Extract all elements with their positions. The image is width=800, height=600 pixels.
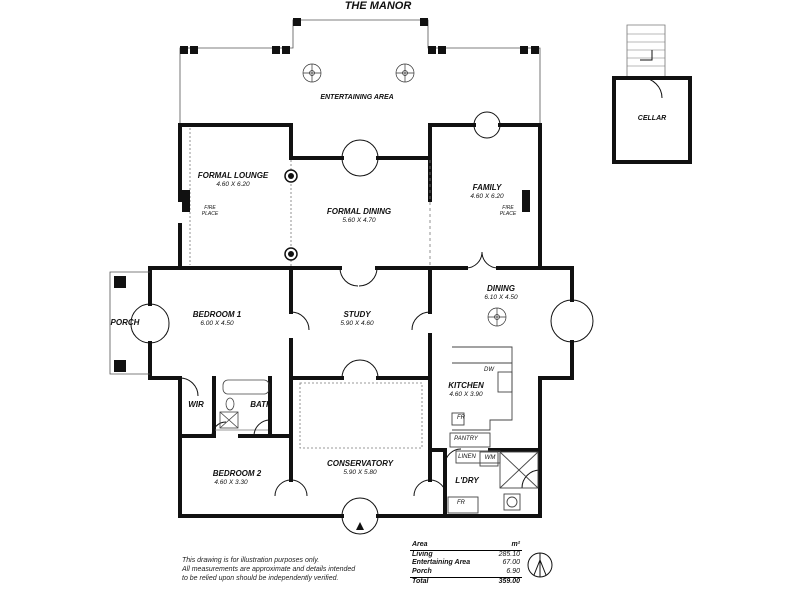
dishwasher-label: DW — [484, 367, 494, 373]
disclaimer-line: All measurements are approximate and det… — [182, 566, 356, 573]
room-name-bedroom1: BEDROOM 1 — [192, 310, 242, 319]
room-name-formal-lounge: FORMAL LOUNGE — [197, 171, 269, 180]
room-name-porch: PORCH — [110, 318, 140, 327]
area-row-name: Porch — [412, 567, 432, 575]
area-row-value: 285.10 — [498, 550, 520, 558]
room-name-entertaining: ENTERTAINING AREA — [320, 94, 394, 101]
room-name-bath: BATH — [250, 400, 272, 409]
door-swings — [130, 111, 594, 535]
area-table-row: Entertaining Area 67.00 — [410, 559, 522, 568]
room-dim-kitchen: 4.60 X 3.90 — [449, 391, 483, 398]
bathroom-fixtures — [219, 379, 270, 429]
washing-machine-label: WM — [484, 455, 496, 461]
storage-outlines — [447, 432, 539, 514]
area-table-row: Porch 6.90 — [410, 568, 522, 577]
columns — [284, 169, 298, 261]
room-dim-formal-lounge: 4.60 X 6.20 — [216, 181, 250, 188]
fireplace-icon — [182, 190, 530, 212]
room-name-pantry: PANTRY — [454, 436, 478, 442]
area-row-name: Entertaining Area — [412, 559, 471, 566]
room-name-conservatory: CONSERVATORY — [326, 459, 394, 468]
disclaimer: This drawing is for illustration purpose… — [182, 556, 355, 583]
area-total-label: Total — [412, 578, 429, 585]
fireplace-label-line1-family: FIRE — [502, 205, 514, 211]
kitchen-bench — [451, 346, 513, 431]
room-dim-family: 4.60 X 6.20 — [470, 193, 504, 200]
area-header-unit: m² — [511, 541, 520, 548]
entertaining-posts — [180, 18, 539, 54]
entry-marker-icon — [356, 522, 364, 530]
porch-outline — [109, 271, 150, 375]
area-table-total: Total 359.00 — [410, 577, 522, 587]
room-name-wir: WIR — [188, 400, 204, 409]
room-dim-bedroom1: 6.00 X 4.50 — [200, 320, 234, 327]
entertaining-area-outline — [179, 19, 541, 125]
disclaimer-line: This drawing is for illustration purpose… — [182, 557, 320, 564]
room-name-cellar: CELLAR — [637, 115, 667, 122]
disclaimer-line: to be relied upon should be independentl… — [182, 575, 339, 582]
room-dim-formal-dining: 5.60 X 4.70 — [342, 217, 376, 224]
area-table-row: Living 285.10 — [410, 551, 522, 560]
ceiling-fan-icon — [302, 63, 507, 327]
area-table: Area m² Living 285.10 Entertaining Area … — [410, 541, 522, 587]
fridge-label: FR — [457, 415, 465, 421]
fireplace-label-line2-family: PLACE — [499, 211, 517, 217]
room-dim-study: 5.90 X 4.60 — [340, 320, 374, 327]
room-name-linen: LINEN — [458, 454, 476, 460]
cellar — [612, 24, 692, 164]
page-title: THE MANOR — [344, 0, 412, 12]
room-dim-conservatory: 5.90 X 5.80 — [343, 469, 377, 476]
walls — [148, 123, 574, 518]
fireplace-label-line2: PLACE — [201, 211, 219, 217]
room-name-study: STUDY — [343, 310, 371, 319]
area-header-label: Area — [412, 541, 428, 548]
room-name-family: FAMILY — [472, 183, 502, 192]
laundry-fridge-label: FR — [457, 500, 465, 506]
area-row-value: 6.90 — [506, 567, 520, 575]
area-total-value: 359.00 — [498, 578, 520, 585]
room-name-bedroom2: BEDROOM 2 — [212, 469, 262, 478]
room-name-formal-dining: FORMAL DINING — [326, 207, 392, 216]
area-table-header: Area m² — [410, 541, 522, 551]
room-name-kitchen: KITCHEN — [448, 381, 484, 390]
area-row-name: Living — [412, 550, 433, 558]
room-name-dining: DINING — [487, 284, 515, 293]
room-dim-bedroom2: 4.60 X 3.30 — [214, 479, 248, 486]
room-dim-dining: 6.10 X 4.50 — [484, 294, 518, 301]
area-row-value: 67.00 — [502, 559, 520, 566]
fireplace-label-line1: FIRE — [204, 205, 216, 211]
room-name-laundry: L'DRY — [455, 476, 479, 485]
north-arrow-icon — [527, 552, 553, 578]
